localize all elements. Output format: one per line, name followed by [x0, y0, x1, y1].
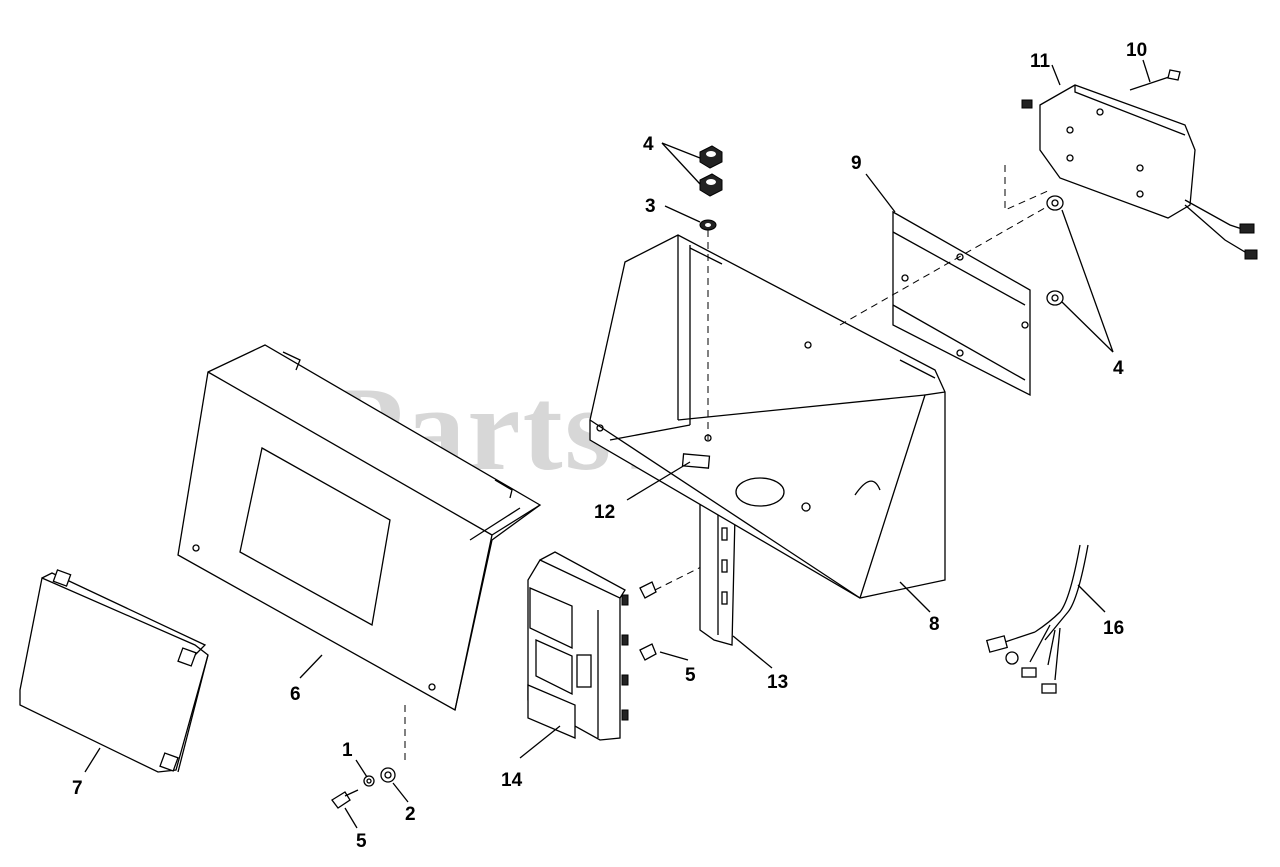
part-14-relay-module[interactable]: [527, 551, 629, 741]
part-8-enclosure-box[interactable]: [589, 234, 946, 599]
part-13-din-rail[interactable]: [699, 499, 736, 646]
callout-4-right: 4: [1113, 358, 1124, 379]
callout-8: 8: [929, 614, 940, 635]
callout-9: 9: [851, 153, 862, 174]
callout-4-top: 4: [643, 134, 654, 155]
part-7-display-bezel[interactable]: [19, 569, 209, 773]
callout-3: 3: [645, 196, 656, 217]
callout-7: 7: [72, 778, 83, 799]
part-3-washer[interactable]: [699, 219, 717, 231]
part-16-wire-harness[interactable]: [985, 544, 1089, 694]
callout-2: 2: [405, 804, 416, 825]
part-2-flat-washer[interactable]: [380, 767, 396, 783]
part-4-nut-top[interactable]: [699, 145, 723, 197]
callout-16: 16: [1103, 618, 1124, 639]
part-11-controller[interactable]: [1021, 84, 1258, 260]
callout-5-bottom: 5: [356, 831, 367, 852]
part-1-lock-washer[interactable]: [363, 775, 375, 787]
leader-line-11: [1004, 165, 1051, 211]
part-5-screw-lower[interactable]: [331, 789, 359, 809]
part-9-mounting-bracket[interactable]: [892, 210, 1031, 397]
part-5-screw-upper[interactable]: [639, 581, 657, 661]
callout-12: 12: [594, 502, 615, 523]
leader-line-9: [839, 204, 1051, 326]
callout-labels: 1 2 3 4 4 5 5 6 7 8 9 10 11 12 13 14 16: [72, 40, 1147, 852]
part-6-front-panel[interactable]: [177, 344, 542, 711]
callout-leaders: [84, 59, 1151, 829]
part-10-screw[interactable]: [1129, 69, 1181, 91]
callout-5-rail: 5: [685, 665, 696, 686]
callout-10: 10: [1126, 40, 1147, 61]
callout-6: 6: [290, 684, 301, 705]
callout-13: 13: [767, 672, 788, 693]
part-4-standoff-right[interactable]: [1046, 195, 1064, 306]
callout-1: 1: [342, 740, 353, 761]
callout-14: 14: [501, 770, 523, 791]
callout-11: 11: [1030, 51, 1051, 72]
